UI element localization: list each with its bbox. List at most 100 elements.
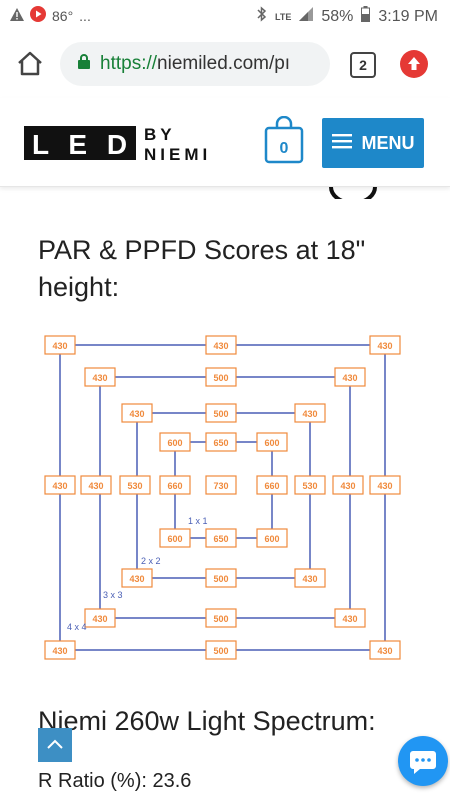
par-value-box <box>256 528 288 548</box>
tab-switcher-button[interactable]: 2 <box>350 52 376 78</box>
par-value: 600 <box>264 534 279 544</box>
par-value-box <box>334 367 366 387</box>
cart-button[interactable]: 0 <box>262 115 306 164</box>
chat-button[interactable] <box>398 736 448 786</box>
svg-text:NIEMI: NIEMI <box>144 145 211 164</box>
par-value: 430 <box>342 614 357 624</box>
par-value: 500 <box>213 409 228 419</box>
par-value: 500 <box>213 574 228 584</box>
site-logo[interactable]: L E D BY NIEMI <box>24 122 214 169</box>
par-value-box <box>256 432 288 452</box>
par-value: 530 <box>302 481 317 491</box>
hamburger-icon <box>331 133 352 154</box>
par-value: 650 <box>213 534 228 544</box>
site-header: L E D BY NIEMI 0 MENU <box>0 98 450 187</box>
par-value-box <box>369 335 401 355</box>
par-value: 430 <box>377 481 392 491</box>
frame-label: 3 x 3 <box>103 590 123 600</box>
par-value: 650 <box>213 438 228 448</box>
signal-icon <box>299 7 314 26</box>
par-ppfd-heading: PAR & PPFD Scores at 18" height: <box>38 235 366 302</box>
par-value-box <box>44 475 76 495</box>
par-value: 730 <box>213 481 228 491</box>
par-value-box <box>159 432 191 452</box>
par-value: 500 <box>213 646 228 656</box>
par-value-box <box>44 640 76 660</box>
frame-label: 1 x 1 <box>188 516 208 526</box>
par-value: 430 <box>52 481 67 491</box>
par-value: 430 <box>302 409 317 419</box>
par-value-box <box>205 608 237 628</box>
address-bar[interactable]: https://niemiled.com/pı <box>60 42 330 86</box>
par-value-box <box>294 568 326 588</box>
par-value-box <box>119 475 151 495</box>
scroll-to-top-button[interactable] <box>38 728 72 762</box>
update-arrow-icon[interactable] <box>400 50 428 78</box>
par-value-box <box>369 640 401 660</box>
par-value: 430 <box>52 646 67 656</box>
battery-icon <box>361 6 371 27</box>
par-value-box <box>44 335 76 355</box>
par-value-box <box>294 475 326 495</box>
chevron-up-icon <box>47 739 63 749</box>
par-value-box <box>159 475 191 495</box>
par-value: 660 <box>167 481 182 491</box>
par-value: 500 <box>213 373 228 383</box>
svg-text:BY: BY <box>144 125 176 144</box>
par-value-box <box>256 475 288 495</box>
par-value-box <box>205 475 237 495</box>
status-bar: 86° ... LTE 58% 3:19 PM <box>0 0 450 32</box>
par-value-box <box>121 403 153 423</box>
par-value: 430 <box>377 341 392 351</box>
lock-icon <box>78 54 90 74</box>
network-type: LTE <box>275 11 292 22</box>
home-icon[interactable] <box>16 50 44 81</box>
cart-count: 0 <box>280 140 289 157</box>
notification-dots: ... <box>79 7 91 24</box>
par-value: 430 <box>302 574 317 584</box>
par-value-box <box>205 367 237 387</box>
par-value-box <box>84 367 116 387</box>
par-value-box <box>205 640 237 660</box>
par-value: 500 <box>213 614 228 624</box>
par-value: 430 <box>52 341 67 351</box>
par-value-box <box>80 475 112 495</box>
par-value-box <box>159 528 191 548</box>
par-value-box <box>205 403 237 423</box>
bluetooth-icon <box>257 6 267 27</box>
warning-icon <box>10 7 24 24</box>
svg-text:L E D: L E D <box>32 129 133 160</box>
par-value: 600 <box>167 438 182 448</box>
par-value: 430 <box>213 341 228 351</box>
par-value: 430 <box>342 373 357 383</box>
par-value: 430 <box>129 409 144 419</box>
par-value-box <box>334 608 366 628</box>
menu-button[interactable]: MENU <box>322 118 424 168</box>
par-value-box <box>369 475 401 495</box>
par-value: 600 <box>167 534 182 544</box>
par-value: 530 <box>127 481 142 491</box>
r-ratio: R Ratio (%): 23.6 <box>38 770 192 792</box>
par-value: 660 <box>264 481 279 491</box>
par-value: 430 <box>92 373 107 383</box>
temperature: 86° <box>52 7 74 24</box>
par-value-box <box>205 528 237 548</box>
partial-circle-icon <box>328 186 378 205</box>
par-value: 600 <box>264 438 279 448</box>
par-value-box <box>332 475 364 495</box>
par-ppfd-grid: 430 430 430 430 500 430 430 500 430 600 650 600 430 4… <box>40 330 420 675</box>
spectrum-heading: Niemi 260w Light Spectrum: <box>38 706 376 736</box>
par-value-box <box>205 432 237 452</box>
chat-icon <box>410 751 436 774</box>
par-value-box <box>121 568 153 588</box>
par-value-box <box>205 335 237 355</box>
par-value-box <box>205 568 237 588</box>
menu-label: MENU <box>361 132 415 153</box>
par-value: 430 <box>340 481 355 491</box>
url-text[interactable]: https://niemiled.com/pı <box>100 53 291 74</box>
par-value: 430 <box>92 614 107 624</box>
frame-label: 2 x 2 <box>141 556 161 566</box>
par-value: 430 <box>88 481 103 491</box>
clock: 3:19 PM <box>378 7 438 25</box>
frame-label: 4 x 4 <box>67 622 87 632</box>
